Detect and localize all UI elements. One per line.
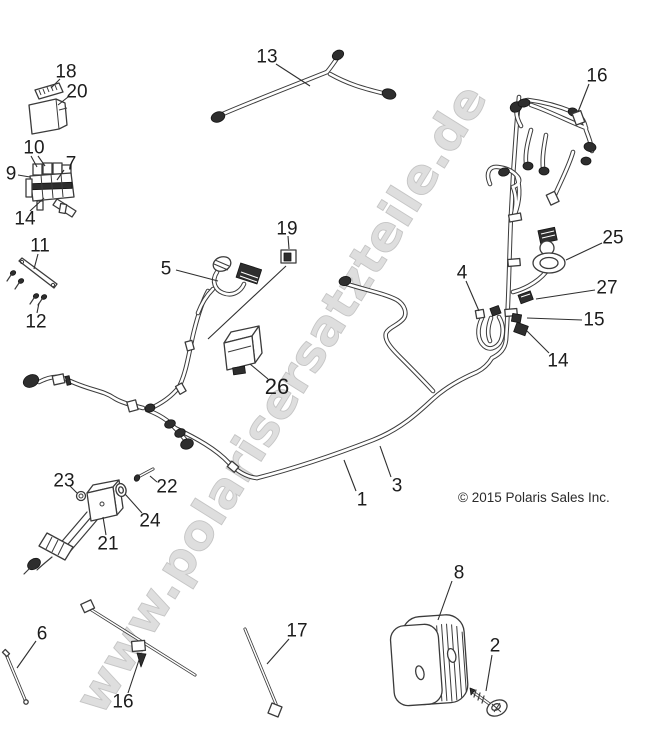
- callout-label-14: 14: [14, 208, 36, 230]
- callout-label-27: 27: [596, 277, 618, 299]
- part-connector-27: [517, 290, 534, 305]
- part-rod-17: [243, 627, 283, 718]
- part-nut-23: [75, 490, 87, 502]
- leader-line-22: [149, 475, 158, 483]
- callout-label-19: 19: [276, 218, 298, 240]
- part-clamp-15: [510, 312, 523, 324]
- leader-line-15: [526, 317, 583, 321]
- leader-line-14: [29, 197, 45, 212]
- leader-line-3: [379, 445, 392, 478]
- callout-label-13: 13: [256, 46, 278, 68]
- leader-line-18: [50, 78, 61, 89]
- leader-line-4: [465, 280, 480, 312]
- part-fuse-cover-20: [28, 98, 68, 135]
- callout-label-14: 14: [547, 350, 569, 372]
- callout-label-23: 23: [53, 470, 75, 492]
- leader-line-14: [526, 330, 550, 354]
- part-connector-19: [280, 249, 297, 264]
- callout-label-4: 4: [456, 262, 468, 284]
- callout-label-1: 1: [356, 489, 368, 511]
- callout-label-22: 22: [156, 476, 178, 498]
- part-module-26: [223, 325, 263, 376]
- leader-line-20: [57, 96, 69, 106]
- leader-line-16: [127, 659, 140, 694]
- leader-line-23: [69, 485, 78, 494]
- leader-line-19: [287, 235, 290, 250]
- leader-line-8: [437, 580, 453, 621]
- callout-label-18: 18: [55, 61, 77, 83]
- part-jumper-harness-13: [210, 49, 397, 123]
- callout-label-15: 15: [583, 309, 605, 331]
- copyright-text: © 2015 Polaris Sales Inc.: [458, 490, 610, 505]
- part-bolt-22: [133, 467, 155, 482]
- callout-label-16: 16: [112, 691, 134, 713]
- leader-line-12: [36, 302, 40, 314]
- part-harness-cluster-16: [488, 98, 597, 318]
- callout-label-9: 9: [5, 163, 17, 185]
- callout-label-25: 25: [602, 227, 624, 249]
- callout-label-3: 3: [391, 475, 403, 497]
- callout-label-26: 26: [264, 374, 290, 399]
- leader-line-9: [17, 174, 31, 178]
- callout-label-6: 6: [36, 623, 48, 645]
- leader-line-2: [485, 654, 493, 692]
- part-regulator-8: [389, 614, 469, 707]
- leader-line-26: [249, 363, 269, 380]
- leader-line-24: [124, 493, 143, 514]
- part-screw-2: [469, 687, 508, 717]
- leader-line-6: [16, 640, 37, 669]
- callout-label-21: 21: [97, 533, 119, 555]
- part-switch-25: [513, 226, 566, 292]
- part-bracket-11: [6, 257, 58, 290]
- callout-label-5: 5: [160, 258, 172, 280]
- part-relay-21: [23, 479, 124, 575]
- part-connector-5: [198, 256, 263, 313]
- callout-label-24: 24: [139, 510, 161, 532]
- leader-line-10: [30, 155, 38, 168]
- leader-line-21: [102, 516, 107, 536]
- part-fuse-box: [25, 162, 77, 218]
- part-washer-24: [115, 482, 127, 498]
- callout-label-7: 7: [65, 153, 77, 175]
- callout-label-10: 10: [23, 137, 45, 159]
- leader-line-11: [33, 253, 39, 270]
- part-clamp-4: [474, 305, 502, 349]
- leader-line-13: [275, 63, 311, 87]
- leader-line-19: [207, 265, 287, 340]
- callout-label-20: 20: [66, 81, 88, 103]
- callout-label-8: 8: [453, 562, 465, 584]
- callout-label-16: 16: [586, 65, 608, 87]
- part-cable-tie-16: [80, 599, 197, 677]
- callout-label-17: 17: [286, 620, 308, 642]
- part-rod-6: [1, 648, 29, 705]
- callout-label-2: 2: [489, 635, 501, 657]
- part-clamp-14: [513, 321, 529, 337]
- part-fuse-sticker-18: [34, 82, 64, 100]
- callout-label-12: 12: [25, 311, 47, 333]
- leader-line-5: [175, 269, 219, 282]
- leader-line-27: [535, 289, 596, 300]
- leader-line-17: [266, 638, 290, 665]
- leader-line-10: [37, 155, 46, 167]
- leader-line-25: [565, 242, 603, 261]
- part-screws-12: [29, 293, 48, 306]
- callout-label-11: 11: [30, 235, 50, 257]
- leader-line-7: [56, 169, 65, 181]
- part-main-harness: [22, 97, 519, 478]
- leader-lines: [16, 63, 603, 694]
- leader-line-16: [577, 83, 590, 113]
- leader-line-1: [343, 459, 357, 492]
